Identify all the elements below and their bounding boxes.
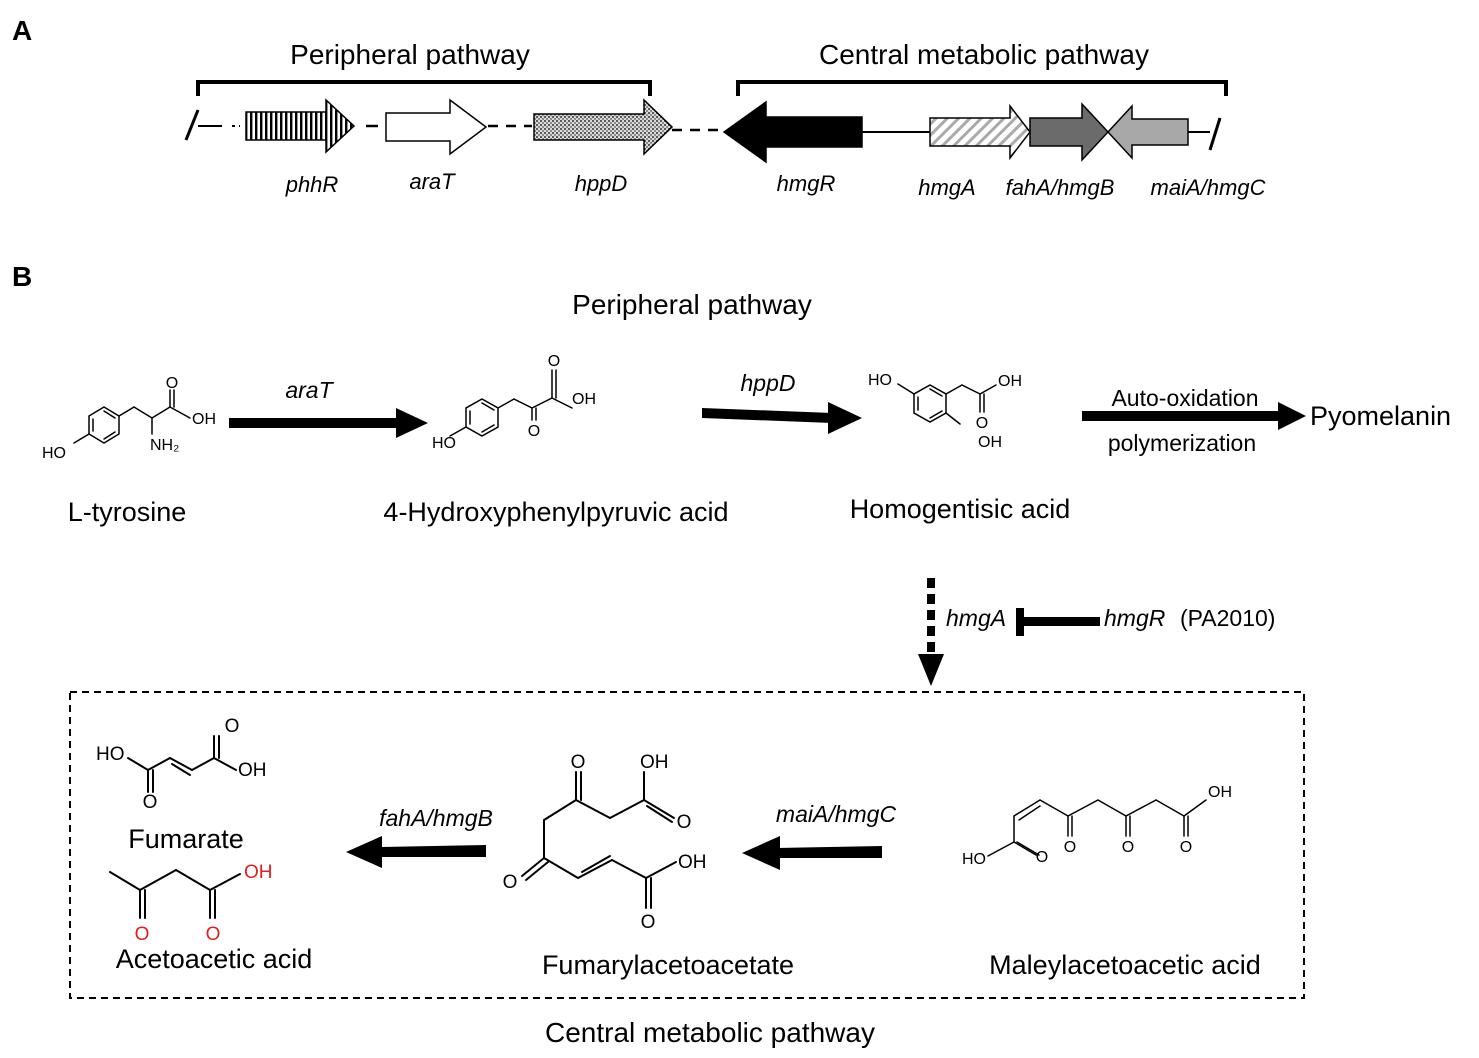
araT-arrow xyxy=(229,408,428,438)
pyomelanin-arrow xyxy=(1082,402,1306,430)
svg-text:OH: OH xyxy=(244,862,273,883)
hmgA-step-arrow xyxy=(918,578,944,686)
svg-text:O: O xyxy=(548,353,560,370)
svg-text:NH₂: NH₂ xyxy=(150,437,179,454)
hga-label: Homogentisic acid xyxy=(850,494,1071,524)
svg-text:O: O xyxy=(976,415,988,432)
autooxidation-label: Auto-oxidation xyxy=(1111,385,1258,411)
tyrosine-structure: O OH NH₂ HO xyxy=(42,375,216,462)
hppD-gene-arrow xyxy=(533,98,674,156)
central-pathway-box xyxy=(69,691,1305,999)
maiA-gene-arrow xyxy=(1106,104,1189,160)
panel-b-label: B xyxy=(12,261,32,292)
phhR-label: phhR xyxy=(285,172,339,197)
fahA-enzyme-label: fahA/hmgB xyxy=(379,805,493,831)
panel-a: A Peripheral pathway Central metabolic p… xyxy=(12,15,1266,200)
central-bracket xyxy=(736,80,1228,96)
panel-a-label: A xyxy=(12,15,32,46)
hga-structure: HO OH O OH xyxy=(868,372,1022,451)
fahA-label: fahA/hmgB xyxy=(1006,175,1115,200)
svg-text:O: O xyxy=(1180,839,1192,856)
left-break-mark xyxy=(184,109,200,141)
svg-text:O: O xyxy=(503,872,518,893)
svg-text:O: O xyxy=(1036,849,1048,866)
hmgR-label: hmgR xyxy=(777,171,836,196)
hmgR-regulator-label: hmgR xyxy=(1104,605,1165,631)
hmgA-enzyme-label: hmgA xyxy=(946,605,1006,631)
acetoacetic-structure: OH O O xyxy=(109,862,273,945)
fumarylacetoacetate-structure: O OH O O OH O xyxy=(503,752,707,933)
svg-text:HO: HO xyxy=(96,744,125,765)
svg-text:O: O xyxy=(1064,839,1076,856)
central-title-b: Central metabolic pathway xyxy=(545,1017,875,1048)
central-title-a: Central metabolic pathway xyxy=(819,39,1149,70)
maleylacetoacetic-label: Maleylacetoacetic acid xyxy=(989,950,1261,980)
fahA-arrow xyxy=(346,836,486,868)
araT-label: araT xyxy=(409,169,456,194)
tyrosine-label: L-tyrosine xyxy=(68,497,187,527)
fumarate-label: Fumarate xyxy=(128,824,244,854)
hmgA-label: hmgA xyxy=(918,175,975,200)
maleylacetoacetic-structure: HO O O O O OH xyxy=(962,784,1232,868)
svg-text:HO: HO xyxy=(432,435,456,452)
hpp-structure: O OH O HO xyxy=(432,353,596,452)
svg-text:OH: OH xyxy=(1208,784,1232,801)
hpp-label: 4-Hydroxyphenylpyruvic acid xyxy=(383,497,728,527)
panel-b: B Peripheral pathway O OH NH₂ HO L-tyros… xyxy=(12,261,1451,1048)
svg-text:O: O xyxy=(641,912,656,933)
araT-enzyme-label: araT xyxy=(285,377,334,403)
svg-text:O: O xyxy=(528,423,540,440)
svg-text:O: O xyxy=(166,375,178,392)
peripheral-title-b: Peripheral pathway xyxy=(572,289,812,320)
svg-text:O: O xyxy=(677,812,692,833)
hppD-arrow xyxy=(702,402,862,434)
maiA-enzyme-label: maiA/hmgC xyxy=(776,801,897,827)
svg-text:O: O xyxy=(571,752,586,773)
svg-text:OH: OH xyxy=(238,760,267,781)
hmgR-inhibition-bar xyxy=(1016,608,1100,636)
svg-text:HO: HO xyxy=(962,851,986,868)
fumarylacetoacetate-label: Fumarylacetoacetate xyxy=(542,950,794,980)
peripheral-title-a: Peripheral pathway xyxy=(290,39,530,70)
maiA-label: maiA/hmgC xyxy=(1151,175,1266,200)
svg-text:OH: OH xyxy=(572,391,596,408)
svg-text:O: O xyxy=(1122,839,1134,856)
hmgA-gene-arrow xyxy=(929,103,1031,161)
hmgR-gene-arrow xyxy=(722,100,863,164)
polymerization-label: polymerization xyxy=(1108,430,1256,456)
hppD-label: hppD xyxy=(575,171,628,196)
phhR-gene-arrow xyxy=(245,98,356,154)
peripheral-bracket xyxy=(196,80,652,96)
svg-text:O: O xyxy=(143,792,158,813)
svg-text:HO: HO xyxy=(42,445,66,462)
right-break-mark xyxy=(1208,117,1222,151)
svg-text:OH: OH xyxy=(998,373,1022,390)
pyomelanin-label: Pyomelanin xyxy=(1310,401,1451,431)
hmgR-id-label: (PA2010) xyxy=(1180,605,1275,631)
araT-gene-arrow xyxy=(385,98,488,156)
maiA-arrow xyxy=(742,836,882,870)
svg-text:OH: OH xyxy=(640,752,669,773)
fahA-gene-arrow xyxy=(1029,102,1110,162)
svg-text:OH: OH xyxy=(192,411,216,428)
svg-text:O: O xyxy=(135,924,150,945)
svg-text:OH: OH xyxy=(978,434,1002,451)
svg-text:OH: OH xyxy=(678,852,707,873)
svg-text:HO: HO xyxy=(868,372,892,389)
svg-text:O: O xyxy=(225,716,240,737)
hppD-enzyme-label: hppD xyxy=(741,370,796,396)
svg-text:O: O xyxy=(206,924,221,945)
acetoacetic-label: Acetoacetic acid xyxy=(116,944,313,974)
fumarate-structure: HO O O OH xyxy=(96,716,267,813)
